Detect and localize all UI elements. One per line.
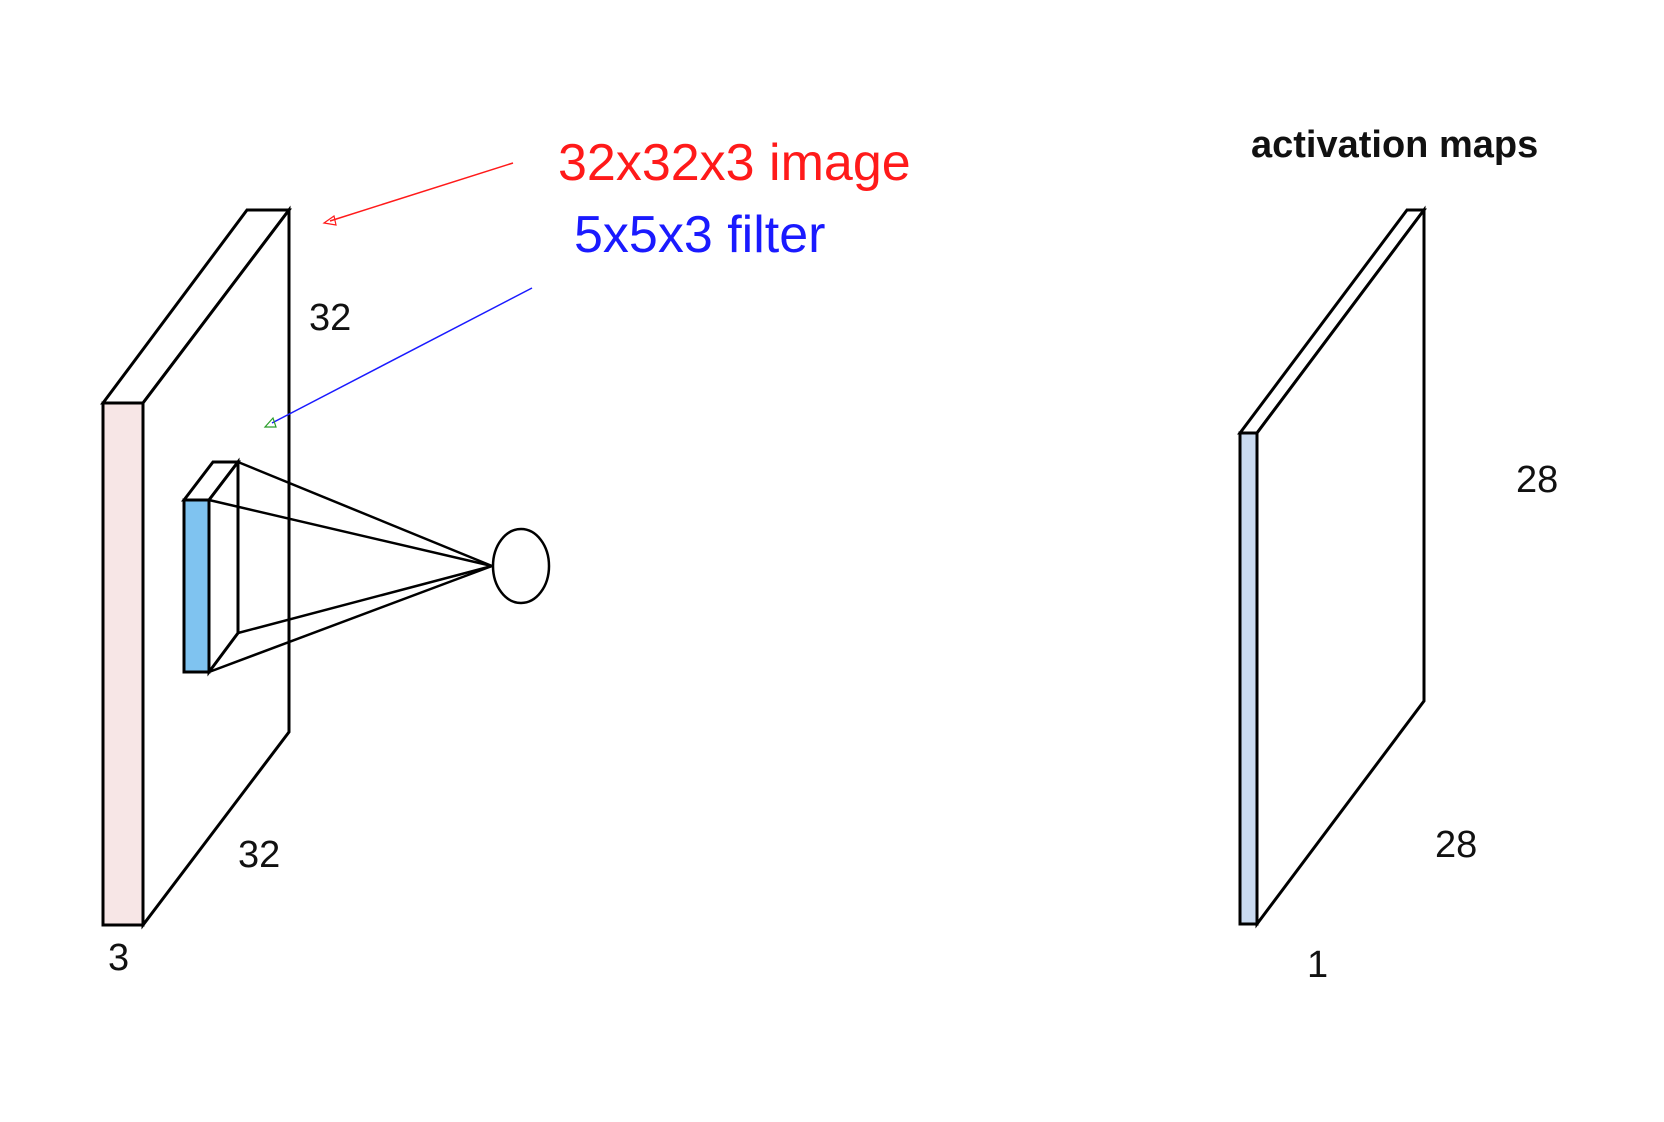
activation-side-face [1255, 205, 1426, 929]
filter-front-face [182, 498, 211, 674]
output-neuron-circle [491, 527, 551, 605]
image-label: 32x32x3 image [558, 134, 911, 192]
filter-label: 5x5x3 filter [574, 206, 825, 264]
activation-height-label: 28 [1516, 459, 1558, 501]
input-depth-label: 3 [108, 937, 129, 979]
filter-volume [180, 457, 242, 677]
activation-depth-label: 1 [1307, 944, 1328, 986]
activation-width-label: 28 [1435, 824, 1477, 866]
filter-pointer-arrow [271, 287, 533, 424]
input-width-label: 32 [238, 834, 280, 876]
image-pointer-arrowhead [322, 214, 337, 226]
activation-map-volume [1237, 205, 1427, 929]
activation-maps-title: activation maps [1251, 124, 1538, 166]
projection-lines [208, 460, 493, 674]
filter-pointer-arrowhead [263, 416, 277, 428]
activation-front-face [1238, 431, 1259, 926]
input-height-label: 32 [309, 297, 351, 339]
input-volume-front-face [101, 401, 145, 927]
image-pointer-arrow [329, 162, 514, 222]
filter-side-face [207, 457, 240, 677]
